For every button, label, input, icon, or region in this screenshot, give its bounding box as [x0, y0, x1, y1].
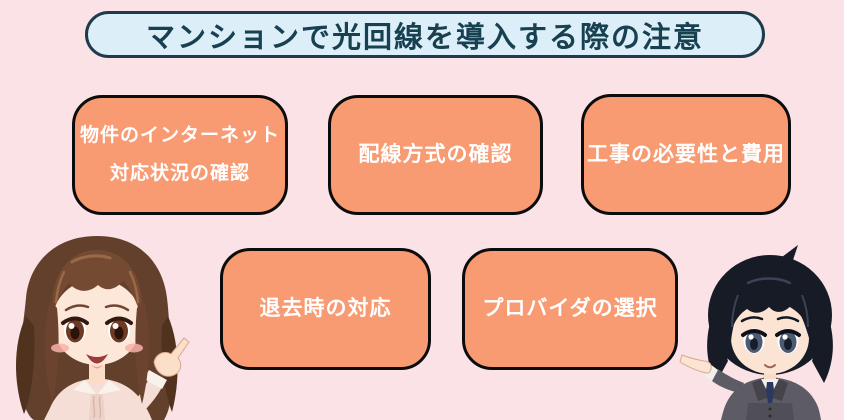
topic-box-label: 配線方式の確認 [358, 143, 513, 166]
topic-box-label: 退去時の対応 [259, 297, 392, 320]
title-banner: マンションで光回線を導入する際の注意 [85, 11, 765, 58]
page-title: マンションで光回線を導入する際の注意 [145, 21, 704, 54]
topic-box-provider-choice: プロバイダの選択 [462, 248, 678, 370]
topic-box-property-internet-status: 物件のインターネット 対応状況の確認 [72, 95, 288, 215]
boy-character-illustration [679, 245, 833, 420]
topic-box-wiring-method: 配線方式の確認 [328, 95, 543, 215]
topic-box-construction-cost: 工事の必要性と費用 [581, 94, 791, 215]
topic-box-label: 工事の必要性と費用 [587, 142, 785, 166]
topic-box-label: プロバイダの選択 [482, 297, 658, 320]
topic-box-label: 物件のインターネット 対応状況の確認 [79, 125, 280, 184]
girl-character-illustration [16, 236, 190, 420]
topic-box-move-out: 退去時の対応 [220, 248, 431, 370]
